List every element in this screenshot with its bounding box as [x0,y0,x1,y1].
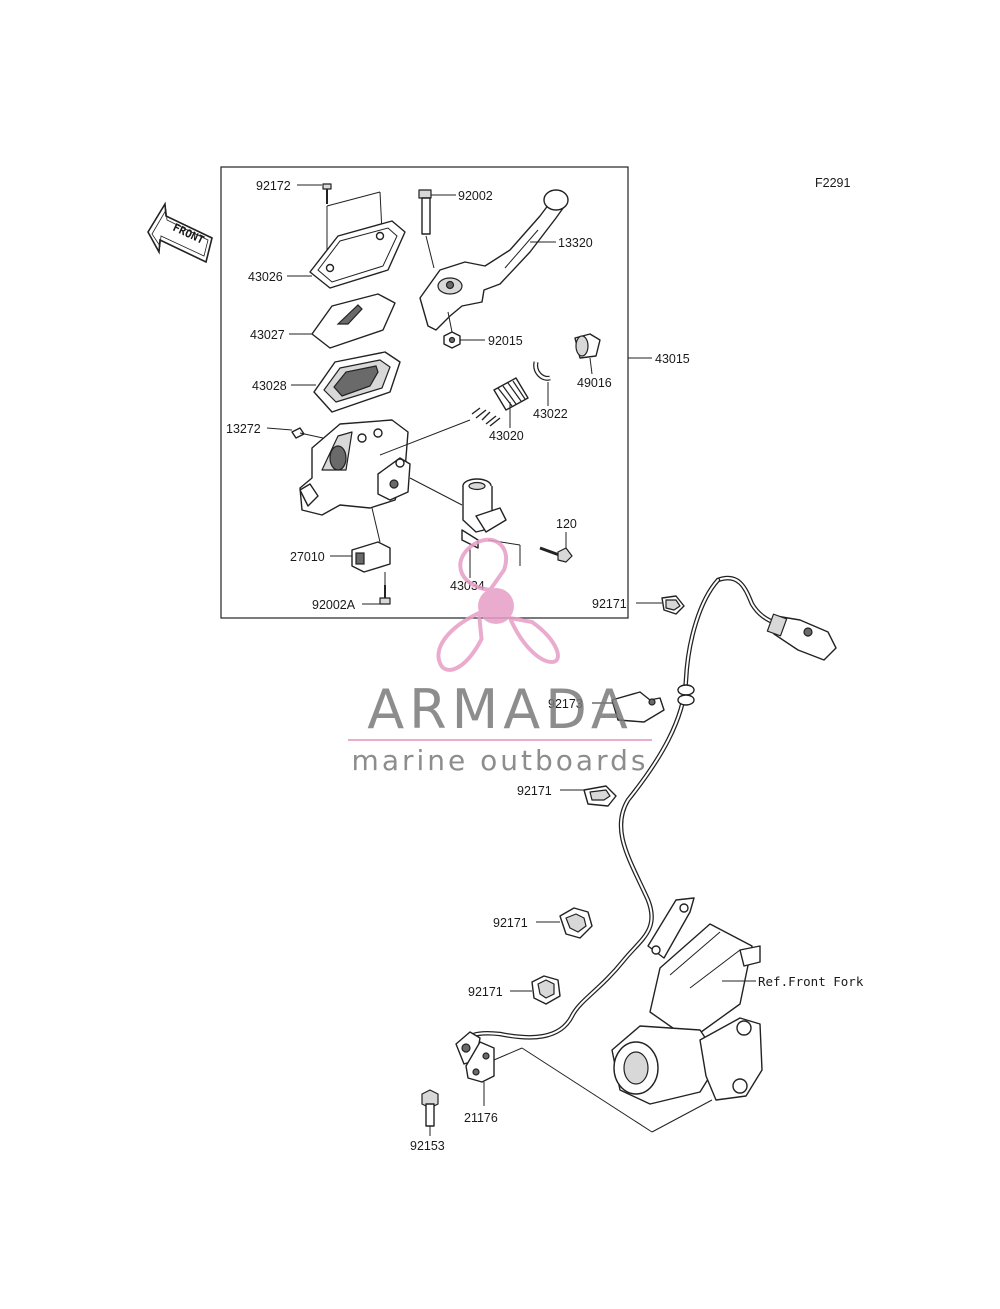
callout-92002A: 92002A [312,598,356,612]
nut-92015 [443,331,461,349]
switch-27010 [351,541,391,573]
bracket-92173 [611,691,665,723]
clamp-92171-b [583,785,617,807]
callout-43015: 43015 [655,352,690,366]
callout-43028: 43028 [252,379,287,393]
clamp-92171-c [559,907,593,939]
master-cylinder-assembly-box [220,166,629,619]
master-cylinder-body [299,419,411,516]
reservoir-cap-43026 [309,220,406,289]
front-arrow-icon: FRONT [147,201,213,264]
callout-92153: 92153 [410,1139,445,1153]
callout-43022: 43022 [533,407,568,421]
front-fork-reference [611,897,763,1105]
callout-13272: 13272 [226,422,261,436]
watermark-brand: ARMADA [367,678,633,741]
diaphragm-43028 [313,351,401,413]
bolt-92153 [421,1089,439,1127]
boot-49016 [574,333,601,359]
callout-92173: 92173 [548,697,583,711]
callout-43034: 43034 [450,579,485,593]
plate-43027 [311,293,396,349]
callout-92171-c: 92171 [493,916,528,930]
callout-43027: 43027 [250,328,285,342]
propeller-icon [436,537,560,672]
sensor-21176 [465,1041,495,1083]
diagram-code: F2291 [815,176,850,190]
callout-120: 120 [556,517,577,531]
brake-hose [455,575,837,1065]
watermark-tagline: marine outboards [352,744,649,777]
callout-13320: 13320 [558,236,593,250]
callout-43020: 43020 [489,429,524,443]
callout-21176: 21176 [464,1111,498,1125]
brake-lever-13320 [419,189,569,331]
callout-92171-d: 92171 [468,985,503,999]
callout-92171-b: 92171 [517,784,552,798]
piston-kit-43020 [471,377,529,427]
clamp-92171-a [661,595,685,615]
watermark-logo: ARMADA marine outboards [348,537,652,777]
callout-92015: 92015 [488,334,523,348]
callout-92171-a: 92171 [592,597,627,611]
clamp-43034 [461,478,507,549]
reference-label: Ref.Front Fork [758,974,864,989]
clamp-92171-d [531,975,561,1005]
callout-27010: 27010 [290,550,325,564]
callout-49016: 49016 [577,376,612,390]
callout-92172: 92172 [256,179,291,193]
screw-92172 [322,183,332,204]
bolt-120 [539,546,573,563]
pivot-bolt-92002 [418,189,432,235]
callout-92002: 92002 [458,189,493,203]
screw-92002A [379,585,391,605]
callout-43026: 43026 [248,270,283,284]
circlip-43022 [533,361,551,381]
